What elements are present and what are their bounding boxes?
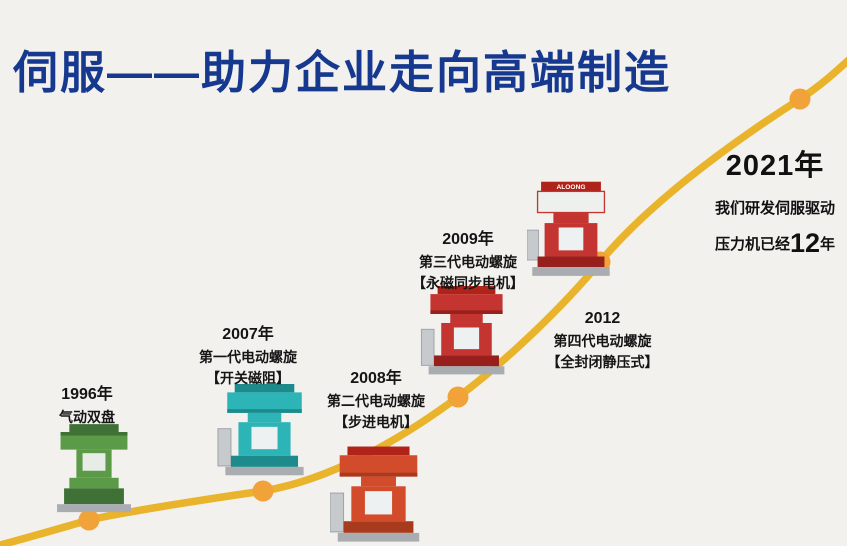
machine-head-stripe — [60, 432, 128, 436]
milestone-dot-2007 — [252, 480, 274, 502]
machine-window — [364, 491, 393, 515]
machine-head — [60, 432, 128, 450]
machine-neck — [247, 412, 282, 423]
finale-line2-suffix: 年 — [820, 236, 836, 253]
machine-cabinet — [420, 328, 435, 366]
machine-foot — [428, 366, 505, 375]
machine-base — [434, 355, 499, 367]
machine-banner — [347, 446, 410, 456]
milestone-year: 1996年 — [61, 386, 113, 403]
milestone-dot-1996 — [78, 509, 100, 531]
finale-year: 2021年 — [725, 150, 825, 182]
machine-foot — [337, 532, 420, 542]
milestone-year: 2008年 — [350, 370, 402, 387]
machine-top-bar — [69, 424, 119, 433]
machine-table — [69, 477, 119, 489]
finale-years-count: 12 — [789, 228, 821, 258]
machine-window — [82, 453, 106, 471]
machine-window — [251, 426, 278, 450]
machine-neck — [361, 476, 396, 487]
machine-2007-illustration — [217, 384, 304, 476]
finale-line1: 我们研发伺服驱动 — [714, 200, 835, 217]
milestone-line: 【开关磁阻】 — [206, 370, 290, 386]
machine-foot — [532, 267, 610, 276]
milestone-dot-2008 — [447, 386, 469, 408]
machine-2009-illustration — [420, 286, 505, 375]
milestone-label-2007: 2007年 第一代电动螺旋 【开关磁阻】 — [186, 324, 310, 389]
machine-cabinet — [217, 428, 232, 467]
machine-cabinet — [330, 492, 345, 533]
machine-banner — [234, 384, 295, 393]
finale-line2: 压力机已经12年 — [700, 228, 847, 259]
machine-banner — [437, 286, 496, 295]
milestone-line: 第三代电动螺旋 — [419, 254, 517, 270]
machine-1996-illustration — [57, 424, 131, 513]
milestone-line: 第四代电动螺旋 — [553, 333, 652, 349]
milestone-label-2012: 2012 第四代电动螺旋 【全封闭静压式】 — [540, 308, 665, 373]
machine-neck — [553, 212, 589, 224]
milestone-label-2009: 2009年 第三代电动螺旋 【永磁同步电机】 — [407, 229, 529, 294]
milestone-year: 2012 — [584, 310, 621, 327]
machine-base — [343, 521, 414, 533]
milestone-dot-2021 — [789, 88, 811, 110]
milestone-line: 第一代电动螺旋 — [199, 349, 297, 365]
machine-head-stripe — [227, 409, 302, 413]
machine-neck — [450, 313, 483, 323]
machine-head — [227, 392, 302, 413]
machine-2012-illustration: ALOONG — [527, 181, 610, 276]
milestone-label-2021: 2021年 我们研发伺服驱动 压力机已经12年 — [700, 142, 847, 259]
milestone-year: 2009年 — [442, 231, 494, 248]
machine-base — [64, 488, 124, 505]
machine-foot — [57, 504, 131, 513]
milestone-line: 【永磁同步电机】 — [412, 275, 524, 291]
machine-2008-illustration — [330, 446, 420, 542]
machine-base — [537, 256, 605, 268]
machine-head-stripe — [430, 310, 503, 314]
page-title: 伺服——助力企业走向高端制造 — [13, 47, 672, 98]
machine-head-stripe — [339, 472, 418, 477]
machine-foot — [225, 466, 304, 476]
machine-banner — [541, 181, 601, 192]
machine-window — [453, 327, 480, 350]
milestone-year: 2007年 — [222, 326, 274, 343]
milestone-line: 【全封闭静压式】 — [546, 354, 659, 370]
finale-line2-prefix: 压力机已经 — [714, 236, 790, 253]
machine-window — [558, 227, 584, 251]
milestone-label-2008: 2008年 第二代电动螺旋 【步进电机】 — [315, 368, 437, 433]
milestone-line: 气动双盘 — [59, 409, 115, 425]
machine-head — [430, 294, 503, 314]
milestone-line: 第二代电动螺旋 — [327, 393, 425, 409]
machine-head — [339, 455, 418, 477]
machine-base — [230, 455, 299, 467]
milestone-line: 【步进电机】 — [334, 414, 418, 430]
machine-brand-label: ALOONG — [557, 184, 586, 191]
machine-head — [536, 190, 606, 214]
machine-cabinet — [527, 229, 539, 261]
milestone-label-1996: 1996年 气动双盘 — [32, 384, 142, 428]
